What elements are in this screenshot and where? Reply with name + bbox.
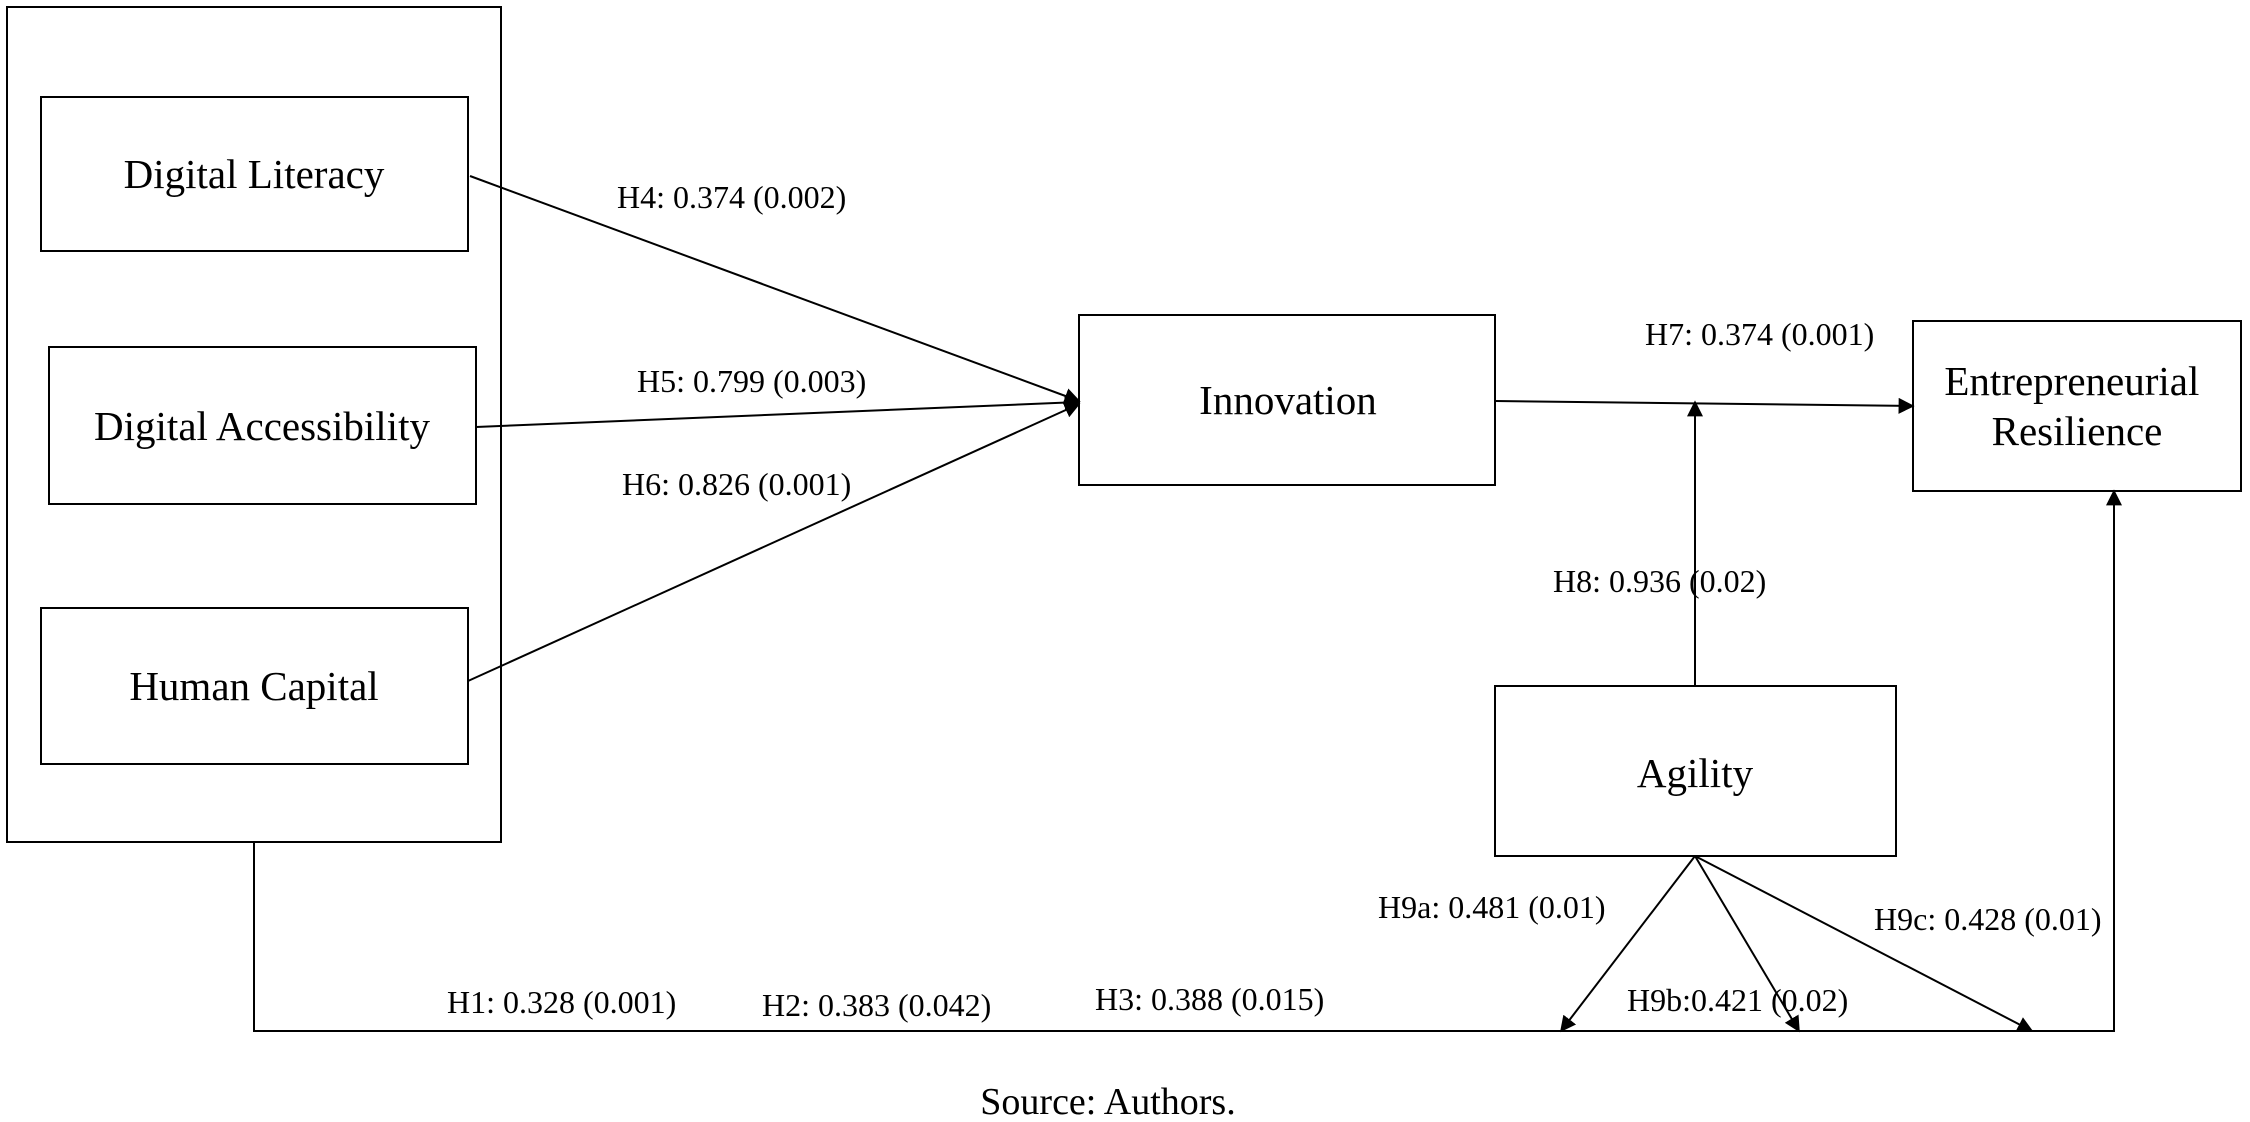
h9b-arrow <box>1694 855 1800 1033</box>
entrepreneurial-resilience-line-1: Entrepreneurial <box>1944 358 2199 404</box>
digital-literacy-label: Digital Literacy <box>124 151 385 197</box>
source-caption: Source: Authors. <box>980 1081 1235 1122</box>
h9b-label: H9b:0.421 (0.02) <box>1627 982 1848 1018</box>
digital-literacy-box <box>40 96 469 252</box>
entrepreneurial-resilience-line-2: Resilience <box>1992 408 2163 454</box>
h6-arrow <box>467 402 1081 682</box>
h3-label: H3: 0.388 (0.015) <box>1095 981 1324 1017</box>
h4-label: H4: 0.374 (0.002) <box>617 179 846 215</box>
h5-label: H5: 0.799 (0.003) <box>637 363 866 399</box>
h7-arrow <box>1494 397 1915 414</box>
entrepreneurial-resilience-label: Entrepreneurial Resilience <box>1944 358 2209 454</box>
h7-label: H7: 0.374 (0.001) <box>1645 316 1874 352</box>
h1-label: H1: 0.328 (0.001) <box>447 984 676 1020</box>
h9c-arrow <box>1694 855 2034 1032</box>
h4-arrow <box>469 175 1081 404</box>
direct-effects-path <box>253 489 2122 1032</box>
h8-label: H8: 0.936 (0.02) <box>1553 563 1766 599</box>
digital-accessibility-box <box>48 346 477 505</box>
agility-box <box>1494 685 1897 857</box>
entrepreneurial-resilience-box <box>1912 320 2242 492</box>
h6-label: H6: 0.826 (0.001) <box>622 466 851 502</box>
human-capital-box <box>40 607 469 765</box>
h9a-arrow <box>1560 855 1696 1033</box>
agility-label: Agility <box>1637 750 1754 796</box>
h9a-label: H9a: 0.481 (0.01) <box>1378 889 1606 925</box>
h2-label: H2: 0.383 (0.042) <box>762 987 991 1023</box>
innovation-box <box>1078 314 1496 486</box>
human-capital-label: Human Capital <box>129 663 378 709</box>
h9c-label: H9c: 0.428 (0.01) <box>1874 901 2102 937</box>
h5-arrow <box>475 394 1081 428</box>
innovation-label: Innovation <box>1199 377 1377 423</box>
digital-accessibility-label: Digital Accessibility <box>94 403 430 449</box>
